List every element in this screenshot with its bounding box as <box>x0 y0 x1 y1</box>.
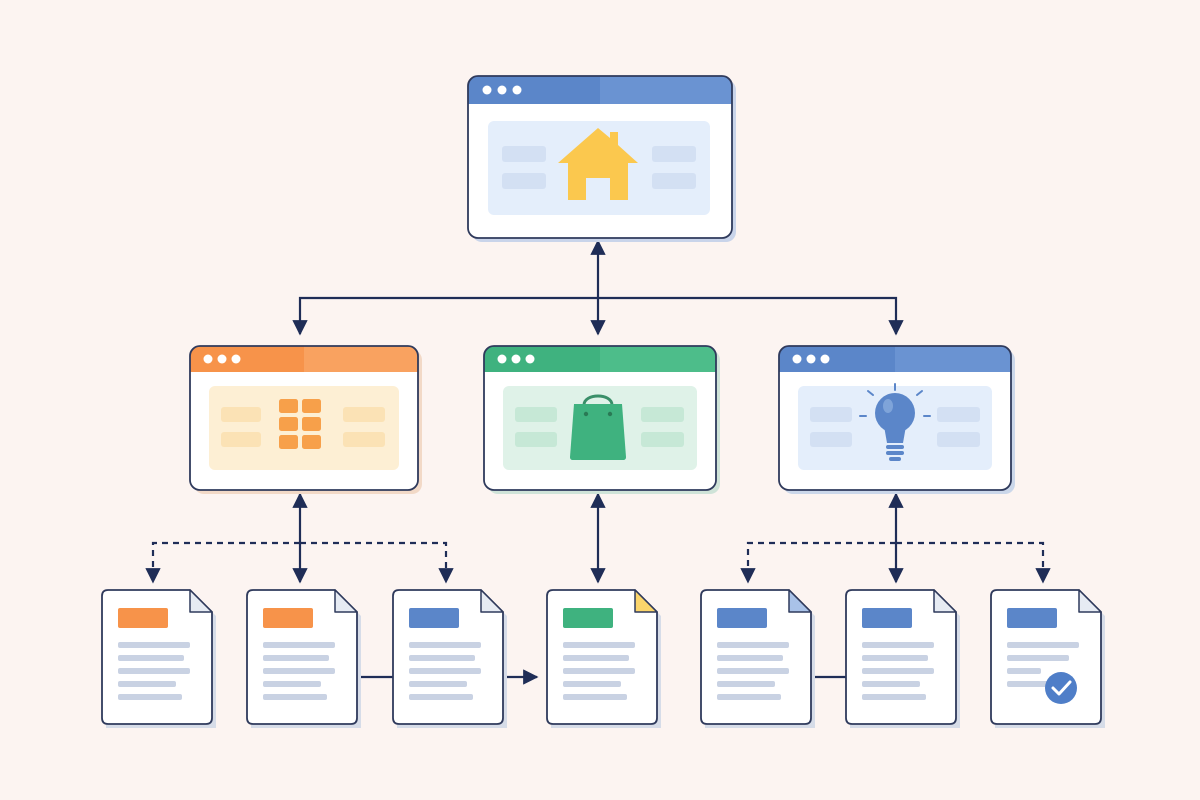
text-line-placeholder <box>118 694 182 700</box>
text-line-placeholder <box>118 681 176 687</box>
folded-corner <box>189 589 213 613</box>
text-line-placeholder <box>717 668 789 674</box>
document-header-bar <box>862 608 912 628</box>
window-dot <box>497 354 507 364</box>
text-line-placeholder <box>717 694 781 700</box>
text-line-placeholder <box>263 668 335 674</box>
document-header-bar <box>409 608 459 628</box>
text-line-placeholder <box>563 694 627 700</box>
text-line-placeholder <box>563 681 621 687</box>
text-line-placeholder <box>409 668 481 674</box>
shopping-bag-icon <box>570 394 626 460</box>
window-dot <box>512 85 522 95</box>
text-line-placeholder <box>1007 655 1069 661</box>
window-dot <box>203 354 213 364</box>
text-line-placeholder <box>118 655 184 661</box>
grid-icon <box>279 399 321 449</box>
folded-corner <box>933 589 957 613</box>
text-line-placeholder <box>563 668 635 674</box>
text-line-placeholder <box>563 655 629 661</box>
window-dot <box>217 354 227 364</box>
documents-layer <box>101 589 1105 728</box>
text-line-placeholder <box>118 668 190 674</box>
grid-section-window <box>189 345 422 494</box>
folded-corner <box>634 589 658 613</box>
grid-doc1-dashed-connector <box>145 541 300 584</box>
document-header-bar <box>1007 608 1057 628</box>
text-line-placeholder <box>717 655 783 661</box>
home-idea-connector <box>598 296 904 336</box>
document-header-bar <box>563 608 613 628</box>
text-line-placeholder <box>717 642 789 648</box>
document-card <box>246 589 361 728</box>
document-card <box>990 589 1105 728</box>
text-line-placeholder <box>263 655 329 661</box>
folded-corner <box>1078 589 1102 613</box>
document-header-bar <box>118 608 168 628</box>
text-line-placeholder <box>263 642 335 648</box>
folded-corner <box>480 589 504 613</box>
idea-doc5-dashed-connector <box>740 541 896 584</box>
folded-corner <box>334 589 358 613</box>
window-dot <box>806 354 816 364</box>
grid-doc3-dashed-connector <box>300 541 454 584</box>
text-line-placeholder <box>717 681 775 687</box>
document-header-bar <box>263 608 313 628</box>
window-dot <box>820 354 830 364</box>
document-card <box>392 589 507 728</box>
lightbulb-icon <box>859 383 931 461</box>
home-page-window <box>467 75 736 242</box>
window-dot <box>792 354 802 364</box>
text-line-placeholder <box>862 694 926 700</box>
text-line-placeholder <box>263 694 327 700</box>
document-card <box>101 589 216 728</box>
text-line-placeholder <box>862 655 928 661</box>
window-dot <box>231 354 241 364</box>
text-line-placeholder <box>118 642 190 648</box>
window-dot <box>511 354 521 364</box>
text-line-placeholder <box>862 681 920 687</box>
text-line-placeholder <box>1007 642 1079 648</box>
text-line-placeholder <box>263 681 321 687</box>
window-dot <box>525 354 535 364</box>
document-card <box>700 589 815 728</box>
document-header-bar <box>717 608 767 628</box>
text-line-placeholder <box>1007 668 1041 674</box>
document-card <box>546 589 661 728</box>
text-line-placeholder <box>862 668 934 674</box>
idea-doc7-dashed-connector <box>896 541 1051 584</box>
text-line-placeholder <box>409 681 467 687</box>
text-line-placeholder <box>409 642 481 648</box>
home-grid-connector <box>292 296 598 336</box>
idea-section-window <box>778 345 1015 494</box>
text-line-placeholder <box>563 642 635 648</box>
text-line-placeholder <box>409 655 475 661</box>
check-icon <box>1045 672 1077 704</box>
folded-corner <box>788 589 812 613</box>
text-line-placeholder <box>409 694 473 700</box>
shop-section-window <box>483 345 720 494</box>
document-card <box>845 589 960 728</box>
home-icon <box>558 128 638 200</box>
window-dot <box>482 85 492 95</box>
window-dot <box>497 85 507 95</box>
text-line-placeholder <box>862 642 934 648</box>
